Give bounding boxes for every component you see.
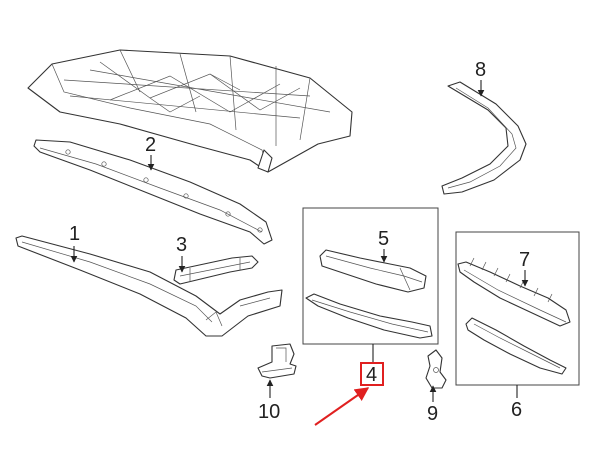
callout-9: 9 <box>427 403 438 425</box>
rail-strip-part-2 <box>33 139 273 245</box>
curved-trim-part-8 <box>441 81 527 195</box>
roof-panel <box>27 49 353 173</box>
seal-part-5 <box>319 249 427 293</box>
callout-3: 3 <box>176 234 187 256</box>
callout-labels: 1 2 3 4 5 6 7 8 9 10 <box>69 59 530 425</box>
seal-lower-part-4 <box>305 293 433 339</box>
callout-8: 8 <box>475 59 486 81</box>
leader-lines <box>70 80 529 402</box>
clip-part-10 <box>257 343 297 379</box>
callout-6: 6 <box>511 399 522 421</box>
bracket-part-3 <box>173 255 259 285</box>
callout-1: 1 <box>69 223 80 245</box>
highlight-arrow <box>314 387 370 426</box>
callout-4[interactable]: 4 <box>366 364 377 386</box>
front-header-part-1 <box>15 235 283 337</box>
group-box-4 <box>302 207 439 345</box>
hook-clip-part-9 <box>425 349 447 389</box>
callout-5: 5 <box>378 228 389 250</box>
weatherstrip-lower-part-6 <box>465 317 567 375</box>
callout-7: 7 <box>519 249 530 271</box>
weatherstrip-part-7 <box>457 257 571 327</box>
callout-2: 2 <box>145 134 156 156</box>
highlight-box-4 <box>360 362 384 386</box>
callout-10: 10 <box>258 401 280 423</box>
